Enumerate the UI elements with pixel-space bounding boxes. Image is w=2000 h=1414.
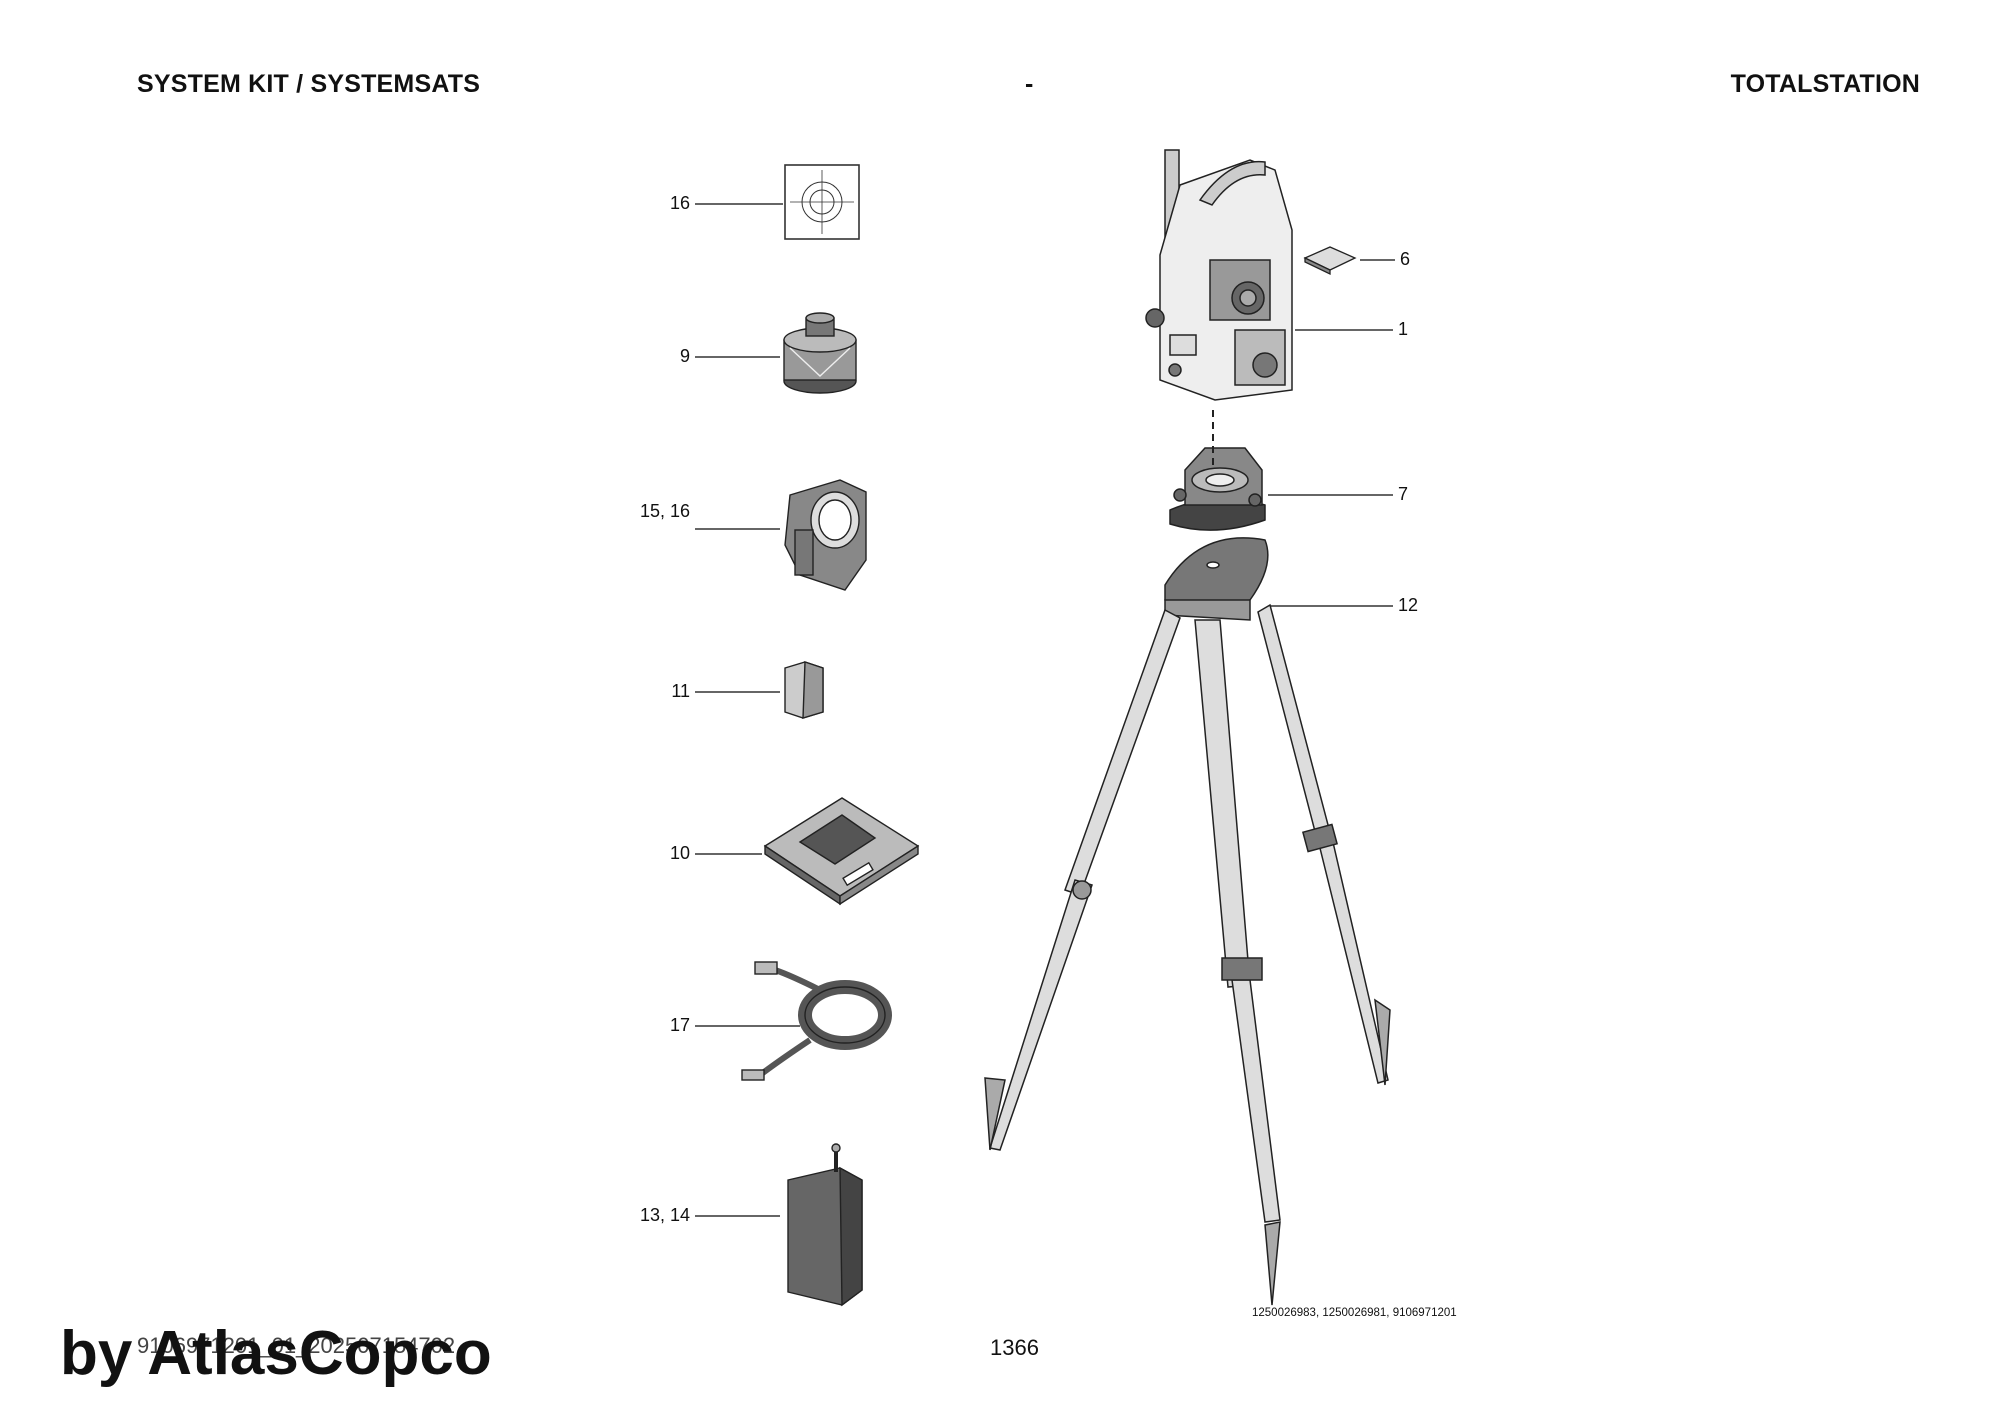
callout-13-14: 13, 14 <box>639 1205 690 1225</box>
page-number: 1366 <box>990 1335 1039 1360</box>
callout-16: 16 <box>669 193 690 213</box>
callout-9: 9 <box>679 346 690 366</box>
callout-1: 1 <box>1398 319 1409 339</box>
callout-10: 10 <box>669 843 690 863</box>
tribrach-icon <box>1169 447 1266 531</box>
data-cable-icon <box>741 961 892 1081</box>
atlascopco-watermark: by AtlasCopco <box>60 1319 492 1388</box>
header-left-title: SYSTEM KIT / SYSTEMSATS <box>137 70 481 98</box>
callout-17: 17 <box>669 1015 690 1035</box>
charger-icon <box>763 797 920 906</box>
callout-12: 12 <box>1398 595 1419 615</box>
target-plate-icon <box>784 164 860 240</box>
tripod-icon <box>984 537 1391 1306</box>
power-supply-icon <box>787 1143 863 1307</box>
callout-6: 6 <box>1400 249 1411 269</box>
callout-15-16: 15, 16 <box>639 501 690 521</box>
header-right-title: TOTALSTATION <box>1730 70 1920 98</box>
header-center-dash: - <box>1025 70 1034 98</box>
mini-prism-holder-icon <box>784 479 867 591</box>
memory-card-icon <box>1303 246 1357 276</box>
callout-7: 7 <box>1398 484 1409 504</box>
total-station-icon <box>1145 149 1293 401</box>
prism-360-icon <box>783 312 857 394</box>
part-references: 1250026983, 1250026981, 9106971201 <box>1252 1307 1457 1319</box>
battery-icon <box>784 661 824 719</box>
document-id: 9106971201_01_202507154702 <box>137 1333 456 1358</box>
callout-11: 11 <box>671 681 690 701</box>
